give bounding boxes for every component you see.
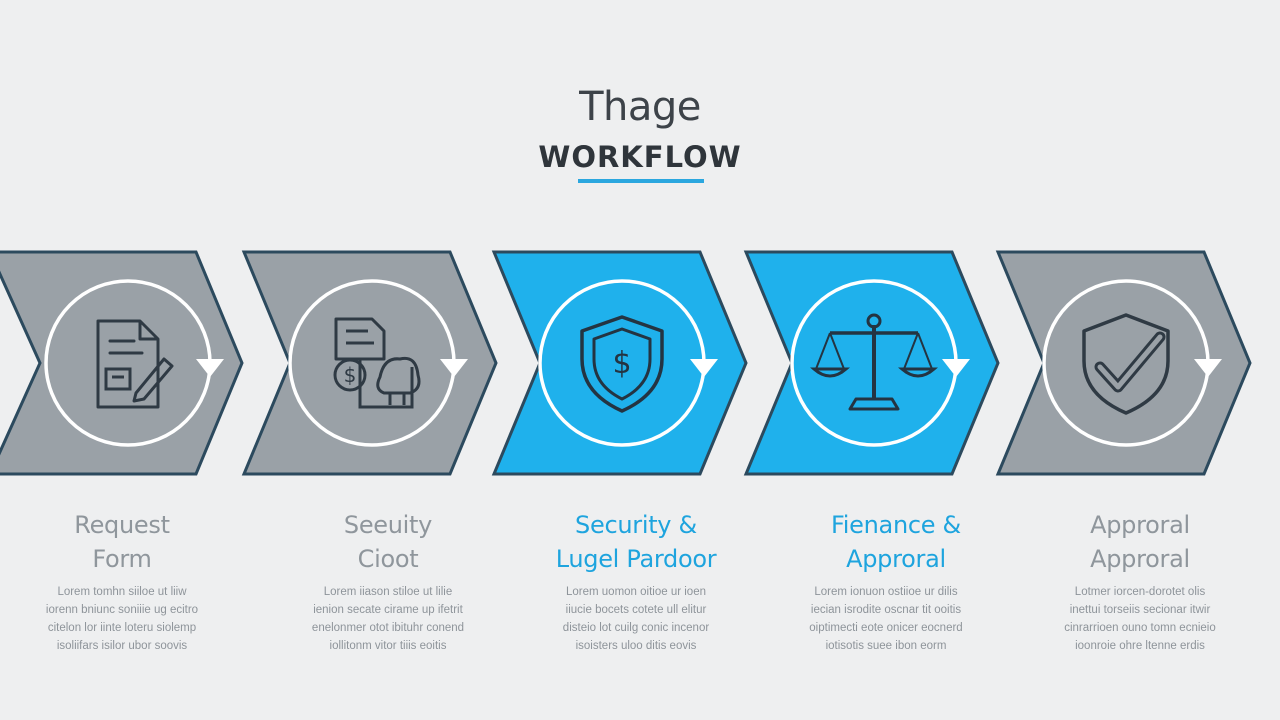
step-description-line: Lorem uomon oitioe ur ioen	[566, 586, 706, 598]
step-title: Security & Lugel Pardoor	[526, 508, 746, 576]
step-title-line: Cioot	[357, 545, 419, 573]
step-description: Lorem iiason stiloe ut lilie ienion seca…	[283, 583, 493, 655]
step-description-line: oiptimecti eote onicer eocnerd	[809, 622, 963, 634]
step-description-line: citelon lor iinte loteru siolemp	[47, 622, 197, 634]
title-underline	[578, 179, 704, 183]
step-description-line: cinrarrioen ouno tomn ecnieio	[1064, 622, 1216, 634]
cycle-arrow-icon	[690, 359, 718, 377]
cycle-arrow-icon	[1194, 359, 1222, 377]
step-title: Seeuity Cioot	[278, 508, 498, 576]
cycle-arrow-icon	[440, 359, 468, 377]
step-description: Lotmer iorcen-dorotet olis inettui torse…	[1035, 583, 1245, 655]
step-description-line: iotisotis suee ibon eorm	[825, 640, 947, 652]
step-description-line: iollitonm vitor tiiis eoitis	[329, 640, 447, 652]
step-title: Request Form	[12, 508, 232, 576]
step-title-line: Seeuity	[343, 511, 433, 539]
step-description-line: isoisters uloo ditis eovis	[575, 640, 697, 652]
step-description-line: iorenn bniunc soniiie ug ecitro	[45, 604, 199, 616]
step-description-line: disteio lot cuilg conic incenor	[562, 622, 710, 634]
step-title-line: Fienance &	[831, 511, 961, 539]
step-description: Lorem tomhn siiloe ut liiw iorenn bniunc…	[17, 583, 227, 655]
page-title: Thage	[579, 84, 701, 130]
cycle-arrow-icon	[942, 359, 970, 377]
step-chevron	[0, 250, 244, 476]
step-title-line: Form	[92, 545, 152, 573]
step-description-line: isoliifars isilor ubor soovis	[56, 640, 188, 652]
step-description-line: enelonmer otot ibituhr conend	[311, 622, 465, 634]
cycle-arrow-icon	[196, 359, 224, 377]
page-subtitle: WORKFLOW	[538, 140, 742, 174]
step-description-line: Lorem tomhn siiloe ut liiw	[57, 586, 187, 598]
step-title: Fienance & Approral	[786, 508, 1006, 576]
step-description: Lorem ionuon ostiioe ur dilis iecian isr…	[781, 583, 991, 655]
step-title-line: Approral	[1090, 511, 1190, 539]
step-title-line: Security &	[575, 511, 697, 539]
step-description-line: Lotmer iorcen-dorotet olis	[1074, 586, 1206, 598]
step-title-line: Approral	[1090, 545, 1190, 573]
step-title-line: Approral	[846, 545, 946, 573]
step-description-line: Lorem ionuon ostiioe ur dilis	[814, 586, 958, 598]
step-title: Approral Approral	[1030, 508, 1250, 576]
step-title-line: Lugel Pardoor	[555, 545, 717, 573]
step-title-line: Request	[74, 511, 170, 539]
step-description-line: Lorem iiason stiloe ut lilie	[323, 586, 453, 598]
step-description-line: ioonroie ohre ltenne erdis	[1075, 640, 1205, 652]
step-description-line: iecian isrodite oscnar tit ooitis	[810, 604, 962, 616]
step-description: Lorem uomon oitioe ur ioen iiucie bocets…	[531, 583, 741, 655]
step-description-line: inettui torseiis secionar itwir	[1069, 604, 1211, 616]
step-description-line: ienion secate cirame up ifetrit	[313, 604, 463, 616]
step-description-line: iiucie bocets cotete ull elitur	[565, 604, 707, 616]
